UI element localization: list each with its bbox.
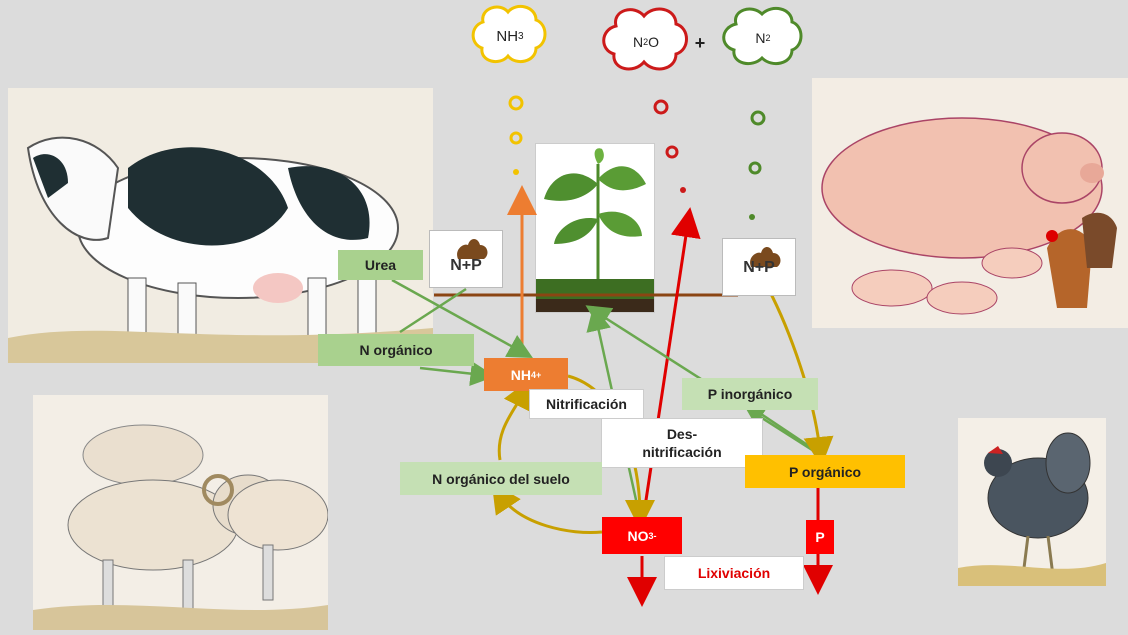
n2-sub: 2 <box>766 33 771 43</box>
nh3-base: NH <box>496 28 518 45</box>
denitrification-red-arrow <box>643 222 688 520</box>
manure-label-right: N+P <box>723 259 795 277</box>
nh3-sub: 3 <box>518 31 524 42</box>
n-organico-suelo-label: N orgánico del suelo <box>400 462 602 495</box>
nh3-bubbles <box>510 97 522 175</box>
no3-to-soil-n-arrow <box>500 495 602 533</box>
desnitrificacion-line1: Des- <box>667 425 697 443</box>
plus-sign: + <box>690 33 710 53</box>
manure-to-norganico-line <box>400 289 466 332</box>
n2-base: N <box>755 30 765 46</box>
p-inorganico-label: P inorgánico <box>682 378 818 410</box>
no3-sup: - <box>654 531 657 541</box>
n2-bubbles <box>749 112 764 220</box>
lixiviacion-label: Lixiviación <box>664 556 804 590</box>
manure-label-left: N+P <box>430 257 502 275</box>
n2o-bubbles <box>655 101 686 193</box>
p-label: P <box>806 520 834 554</box>
n-organico-label: N orgánico <box>318 334 474 366</box>
desnitrificacion-label: Des- nitrificación <box>601 418 763 468</box>
n2o-a: N <box>633 34 643 50</box>
manure-box-left: N+P <box>429 230 503 288</box>
urea-label: Urea <box>338 250 423 280</box>
norganico-to-nh4-arrow <box>420 368 483 375</box>
n2o-b: O <box>648 34 659 50</box>
nh4-base: NH <box>511 367 531 383</box>
soil-n-to-nh4-arrow <box>499 392 524 460</box>
desnitrificacion-line2: nitrificación <box>642 443 721 461</box>
no3-base: NO <box>627 528 648 544</box>
nh4-sup: + <box>536 370 541 380</box>
manure-box-right: N+P <box>722 238 796 296</box>
p-organico-label: P orgánico <box>745 455 905 488</box>
nitrificacion-label: Nitrificación <box>529 389 644 419</box>
